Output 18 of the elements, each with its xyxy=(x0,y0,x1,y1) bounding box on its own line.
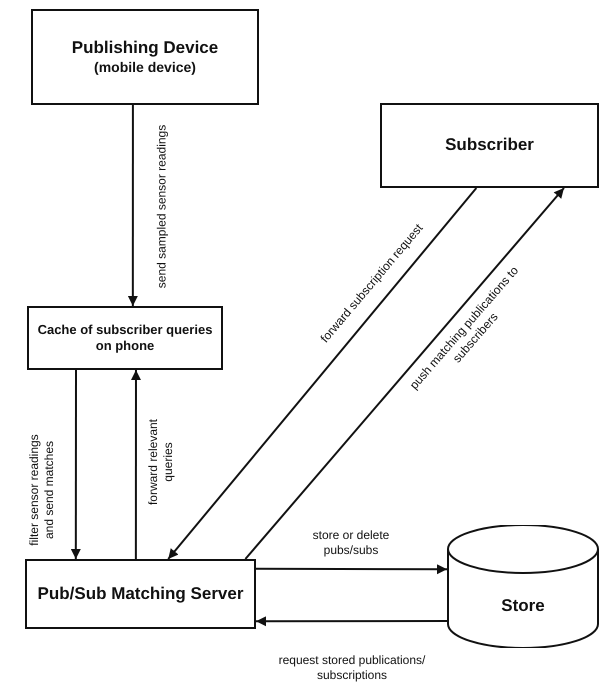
arrow xyxy=(167,187,478,560)
node-title: Cache of subscriber queries on phone xyxy=(36,322,214,354)
process-box xyxy=(25,559,256,629)
arrow xyxy=(244,187,565,560)
node-subtitle: (mobile device) xyxy=(94,58,196,76)
node-title: Pub/Sub Matching Server xyxy=(38,584,244,604)
database-cylinder xyxy=(447,525,599,648)
arrow xyxy=(130,370,141,559)
node-title: Subscriber xyxy=(445,135,534,156)
node-title: Publishing Device xyxy=(72,38,218,59)
arrow xyxy=(128,105,138,306)
node-title: Store xyxy=(501,596,545,617)
process-box xyxy=(27,306,223,370)
process-box xyxy=(380,103,599,188)
arrow xyxy=(70,370,81,559)
process-box xyxy=(31,9,259,105)
arrow xyxy=(256,564,447,574)
arrow xyxy=(256,616,447,626)
